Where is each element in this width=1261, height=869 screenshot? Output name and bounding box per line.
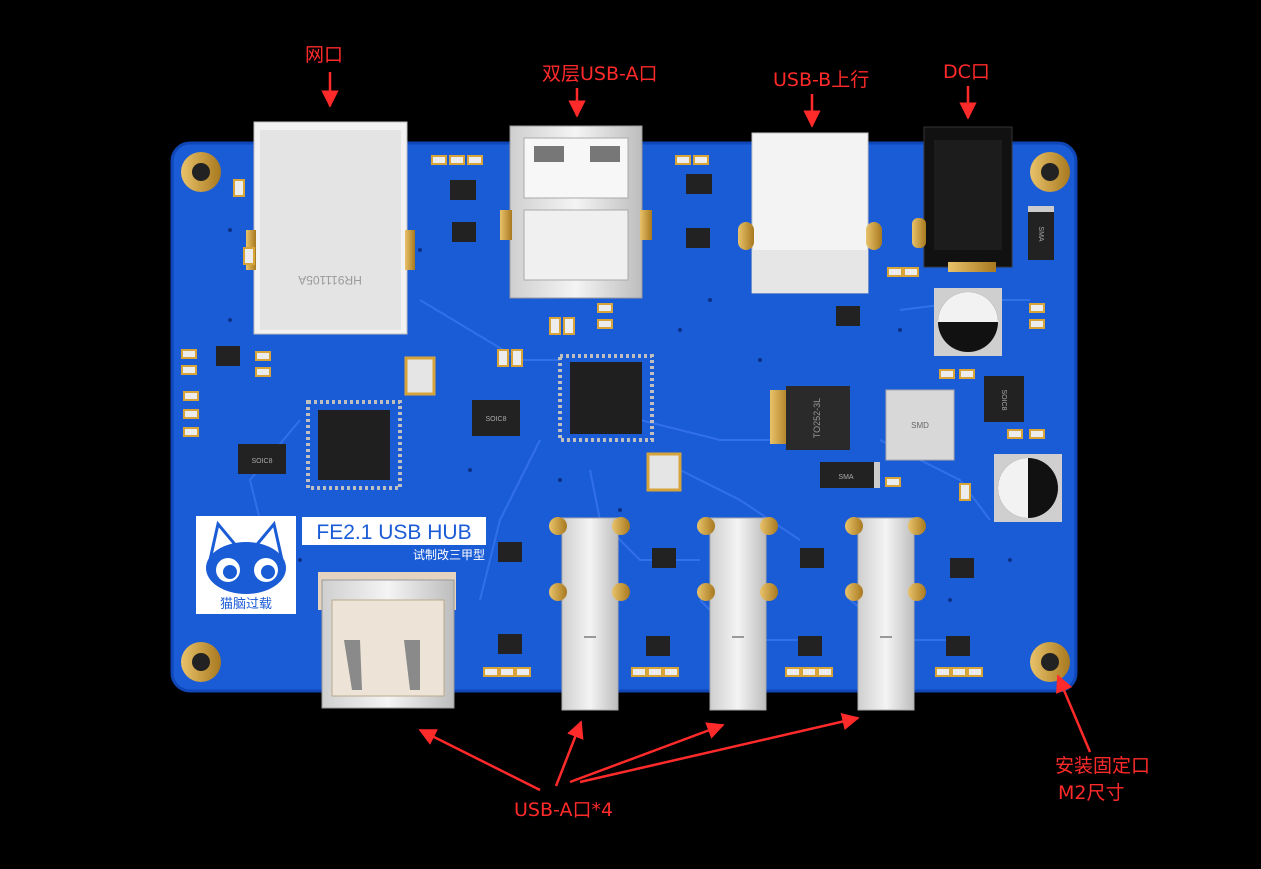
crystal-left (404, 356, 436, 396)
callout-mount-line2: M2尺寸 (1058, 782, 1125, 804)
arrow-usb-a-3 (569, 722, 725, 784)
arrow-usb-a-4 (579, 713, 860, 784)
ethernet-controller-ic (306, 400, 402, 490)
callout-ethernet: 网口 (305, 44, 344, 66)
board-title: FE2.1 USB HUB (316, 521, 471, 544)
svg-text:SMA: SMA (838, 474, 854, 481)
callout-mount-line1: 安装固定口 (1055, 755, 1151, 777)
capacitor-top (934, 288, 1002, 356)
vias (228, 228, 1012, 602)
callout-dual-usb-a: 双层USB-A口 (542, 63, 658, 85)
crystal-center (646, 452, 682, 492)
rj45-connector: HR911105A (246, 121, 415, 335)
dc-jack (912, 126, 1013, 272)
passive-components (181, 155, 1045, 677)
usb-a-port-3 (845, 517, 926, 711)
smd-inductor: SMD (885, 389, 955, 461)
svg-text:SOIC8: SOIC8 (251, 458, 272, 465)
cat-logo: 猫脑过载 (196, 516, 296, 614)
usb-a-port-bottom-left (318, 572, 456, 709)
callout-usb-b: USB-B上行 (773, 69, 870, 91)
board-title-background (302, 517, 486, 545)
mount-hole-bottom-left (181, 642, 221, 682)
dual-usb-a-connector (500, 125, 652, 299)
hub-controller-ic (558, 354, 654, 442)
svg-text:SMA: SMA (1037, 226, 1044, 242)
svg-text:SOIC8: SOIC8 (1000, 389, 1007, 410)
usb-a-port-1 (549, 517, 630, 711)
usb-b-connector (738, 132, 882, 294)
logo-text: 猫脑过载 (220, 597, 272, 612)
arrow-usb-a-2 (554, 720, 584, 787)
sma-diode-right: SMA (1028, 206, 1054, 260)
arrow-mount-hole (1056, 674, 1092, 753)
board-subtitle: 试制改三甲型 (413, 547, 485, 562)
arrow-usb-a-1 (418, 728, 541, 792)
mounting-holes (181, 152, 1070, 682)
rj45-label: HR911105A (298, 273, 362, 287)
svg-text:TO252-3L: TO252-3L (812, 398, 822, 438)
callout-dc: DC口 (943, 61, 990, 83)
mount-hole-top-right (1030, 152, 1070, 192)
mount-hole-top-left (181, 152, 221, 192)
mount-hole-bottom-right (1030, 642, 1070, 682)
sma-diode-center: SMA (820, 462, 880, 488)
usb-a-port-2 (697, 517, 778, 711)
soic8-chip-right: SOIC8 (984, 376, 1024, 422)
soic8-chip-middle: SOIC8 (472, 400, 520, 436)
soic8-chip-left: SOIC8 (238, 444, 286, 474)
svg-text:SMD: SMD (911, 421, 929, 430)
to252-regulator: TO252-3L (770, 386, 850, 450)
annotation-arrows (321, 72, 1092, 792)
callout-usb-a-x4: USB-A口*4 (514, 799, 614, 821)
capacitor-bottom (994, 454, 1062, 522)
svg-text:SOIC8: SOIC8 (485, 416, 506, 423)
